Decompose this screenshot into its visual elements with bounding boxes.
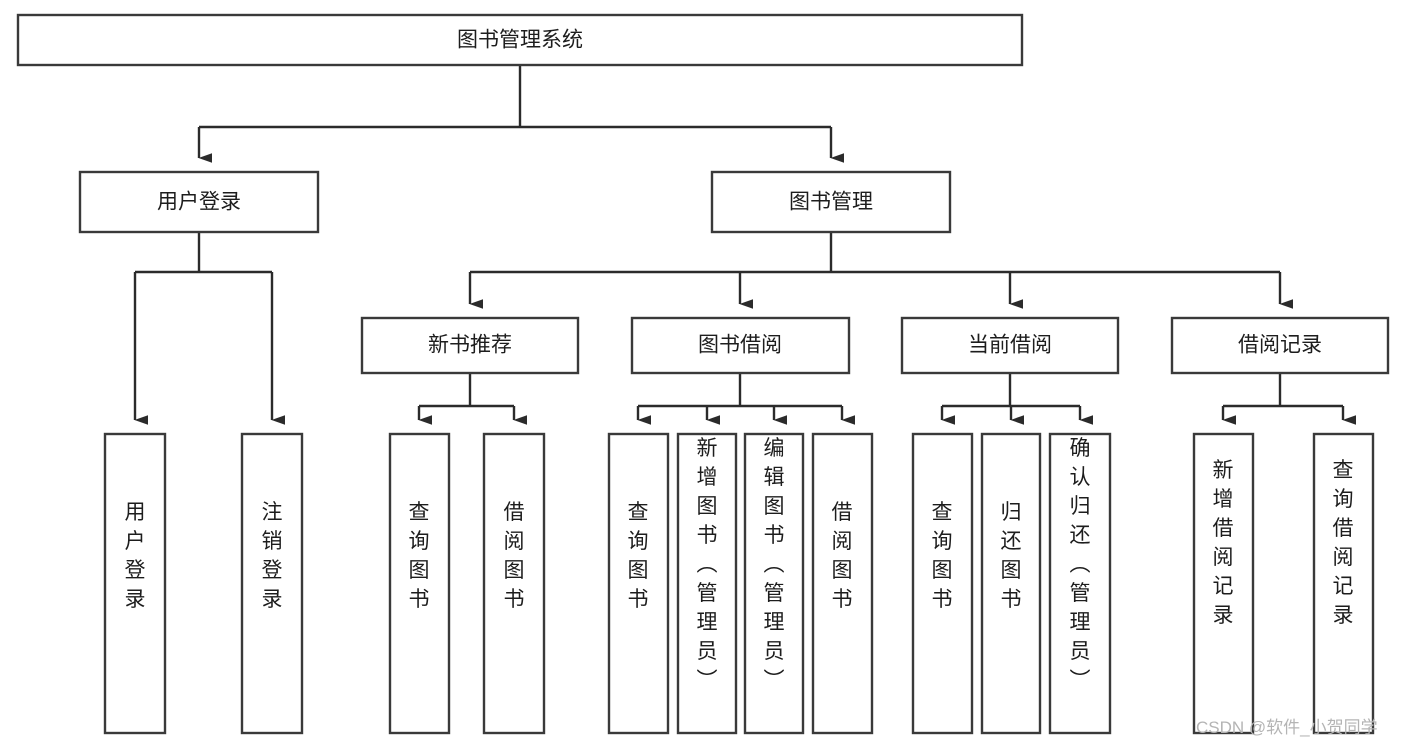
node-leaf-borrow-book-recommend[interactable]: 借阅图书 [482, 432, 546, 735]
watermark-label: CSDN @软件_小贺同学 [1196, 718, 1378, 737]
node-current-borrow-label: 当前借阅 [968, 334, 1052, 357]
node-leaf-edit-book-admin[interactable]: 编辑图书︵管理员︶ [743, 432, 805, 735]
node-leaf-edit-book-admin-label: 编辑图书︵管理员︶ [764, 437, 785, 692]
node-leaf-query-book-current[interactable]: 查询图书 [911, 432, 974, 735]
node-leaf-user-login-box[interactable] [103, 432, 167, 735]
node-leaf-add-book-admin-label: 新增图书︵管理员︶ [697, 437, 718, 692]
node-leaf-query-book-recommend-label: 查询图书 [409, 501, 430, 611]
node-leaf-borrow-book-box[interactable] [811, 432, 874, 735]
node-leaf-return-book-label: 归还图书 [1001, 501, 1022, 611]
node-leaf-query-book-recommend-box[interactable] [388, 432, 451, 735]
node-leaf-query-book-recommend[interactable]: 查询图书 [388, 432, 451, 735]
connector-group-root [197, 65, 844, 163]
node-user-login-label: 用户登录 [157, 191, 241, 214]
node-leaf-query-borrow-record-box[interactable] [1312, 432, 1375, 735]
node-leaf-add-borrow-record-box[interactable] [1192, 432, 1255, 735]
node-book-manage[interactable]: 图书管理 [710, 170, 952, 234]
node-leaf-add-book-admin-box[interactable] [676, 432, 738, 735]
node-leaf-add-book-admin[interactable]: 新增图书︵管理员︶ [676, 432, 738, 735]
node-borrow-record-label: 借阅记录 [1238, 334, 1322, 357]
connector-group-current [940, 373, 1093, 425]
node-leaf-logout[interactable]: 注销登录 [240, 432, 304, 735]
node-root-system-box[interactable] [16, 13, 1024, 67]
node-leaf-query-book-borrow-label: 查询图书 [628, 501, 649, 611]
node-new-book-recommend-label: 新书推荐 [428, 334, 512, 357]
node-book-borrow-box[interactable] [630, 316, 851, 375]
connector-group-new-book [417, 373, 527, 425]
node-new-book-recommend-box[interactable] [360, 316, 580, 375]
node-leaf-user-login-label: 用户登录 [125, 501, 146, 611]
node-user-login[interactable]: 用户登录 [78, 170, 320, 234]
node-leaf-add-borrow-record-label: 新增借阅记录 [1213, 459, 1234, 627]
node-borrow-record-box[interactable] [1170, 316, 1390, 375]
node-leaf-logout-box[interactable] [240, 432, 304, 735]
node-leaf-confirm-return-admin[interactable]: 确认归还︵管理员︶ [1048, 432, 1112, 735]
node-leaf-edit-book-admin-box[interactable] [743, 432, 805, 735]
node-user-login-box[interactable] [78, 170, 320, 234]
node-leaf-borrow-book-label: 借阅图书 [832, 501, 853, 611]
node-root-system[interactable]: 图书管理系统 [16, 13, 1024, 67]
node-root-system-label: 图书管理系统 [457, 29, 583, 52]
node-leaf-query-book-current-label: 查询图书 [932, 501, 953, 611]
connector-group-borrow [636, 373, 855, 425]
node-leaf-query-borrow-record[interactable]: 查询借阅记录 [1312, 432, 1375, 735]
node-book-manage-label: 图书管理 [789, 191, 873, 214]
node-leaf-borrow-book[interactable]: 借阅图书 [811, 432, 874, 735]
node-new-book-recommend[interactable]: 新书推荐 [360, 316, 580, 375]
node-book-manage-box[interactable] [710, 170, 952, 234]
node-current-borrow[interactable]: 当前借阅 [900, 316, 1120, 375]
node-borrow-record[interactable]: 借阅记录 [1170, 316, 1390, 375]
node-book-borrow[interactable]: 图书借阅 [630, 316, 851, 375]
connector-group-user-login [133, 232, 285, 425]
node-leaf-return-book-box[interactable] [980, 432, 1042, 735]
node-leaf-confirm-return-admin-box[interactable] [1048, 432, 1112, 735]
node-leaf-query-book-current-box[interactable] [911, 432, 974, 735]
node-book-borrow-label: 图书借阅 [698, 334, 782, 357]
connector-group-book-manage [468, 232, 1293, 309]
node-leaf-query-book-borrow[interactable]: 查询图书 [607, 432, 670, 735]
node-leaf-borrow-book-recommend-box[interactable] [482, 432, 546, 735]
node-leaf-confirm-return-admin-label: 确认归还︵管理员︶ [1070, 437, 1091, 692]
node-leaf-query-borrow-record-label: 查询借阅记录 [1333, 459, 1354, 627]
node-leaf-logout-label: 注销登录 [262, 501, 283, 611]
node-current-borrow-box[interactable] [900, 316, 1120, 375]
node-leaf-query-book-borrow-box[interactable] [607, 432, 670, 735]
node-leaf-return-book[interactable]: 归还图书 [980, 432, 1042, 735]
node-leaf-user-login[interactable]: 用户登录 [103, 432, 167, 735]
node-leaf-borrow-book-recommend-label: 借阅图书 [504, 501, 525, 611]
connector-group-record [1221, 373, 1356, 425]
node-leaf-add-borrow-record[interactable]: 新增借阅记录 [1192, 432, 1255, 735]
